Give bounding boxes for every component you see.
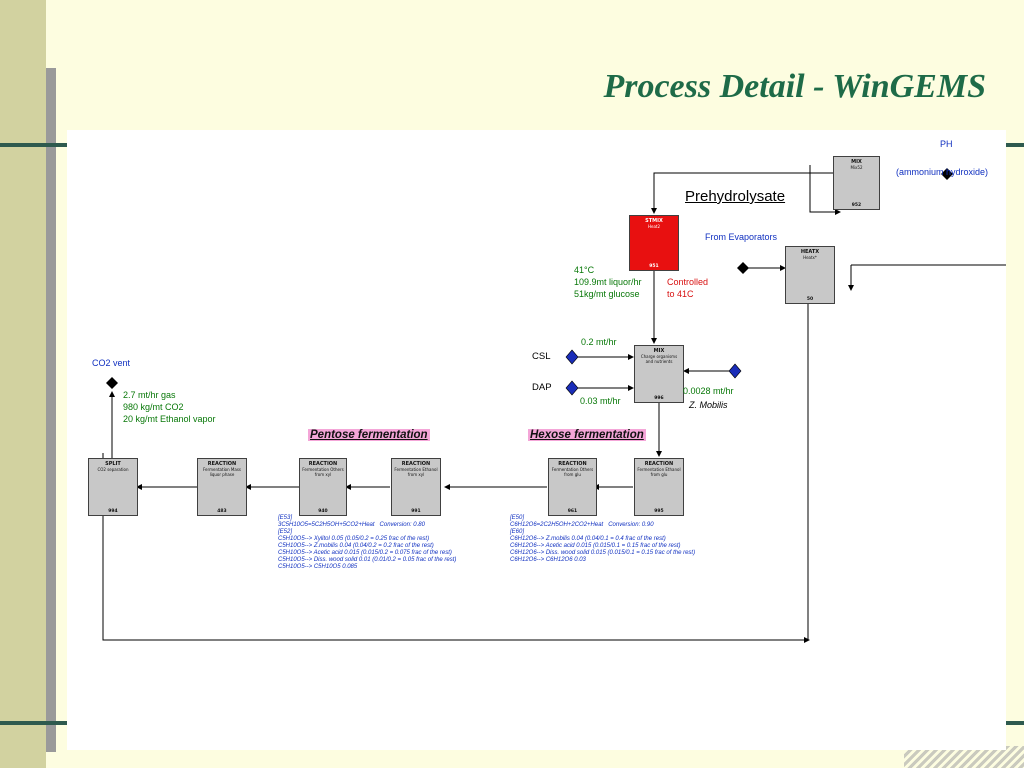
block-type: HEATX [800, 249, 820, 255]
feed-glucose: 51kg/mt glucose [574, 289, 640, 299]
hexose-fermentation-label: Hexose fermentation [528, 429, 646, 441]
vertical-accent-bar [46, 68, 56, 752]
ammonium-label: (ammonium hydroxide) [896, 167, 989, 177]
block-name: Fermentation Ethanol from glu [637, 467, 681, 477]
block-id: 995 [654, 509, 664, 514]
block-name: Fermentation Mass liquor phase [202, 467, 242, 477]
diamond-connectors [106, 168, 953, 389]
block-type: MIX [653, 348, 665, 354]
controlled-line: Controlled [667, 277, 709, 287]
co2-vent-label: CO2 vent [92, 358, 131, 368]
sidebar-decoration [0, 0, 46, 768]
block-id: 996 [654, 396, 664, 401]
block-name: Fermentation Ethanol from xyl [394, 467, 438, 477]
block-name: Charge organisms and nutrients [640, 354, 678, 364]
block-name: Mix52 [850, 165, 863, 170]
dap-rate: 0.03 mt/hr [580, 396, 621, 406]
reaction-block-961[interactable]: REACTION Fermentation Others from glu 96… [548, 458, 597, 516]
heatx-block-50[interactable]: HEATX Heatx* 50 [785, 246, 835, 304]
block-id: 952 [851, 203, 862, 208]
split-block-994[interactable]: SPLIT CO2 separation 994 [88, 458, 138, 516]
block-type: REACTION [644, 461, 674, 467]
stream-lines [102, 165, 1006, 750]
reaction-block-995[interactable]: REACTION Fermentation Ethanol from glu 9… [634, 458, 684, 516]
pentose-equations: [E53] 3C5H10O5=5C2H5OH+5CO2+Heat Convers… [278, 515, 457, 570]
mix-block-996[interactable]: MIX Charge organisms and nutrients 996 [634, 345, 684, 403]
block-id: 50 [806, 297, 814, 302]
stmix-block-951[interactable]: STMIX Heat2 951 [629, 215, 679, 271]
block-name: CO2 separation [97, 467, 129, 472]
slide-title: Process Detail - WinGEMS [603, 68, 986, 105]
flowsheet-canvas: MIX Mix52 952 HEATX Heatx* 50 STMIX Heat… [67, 130, 1006, 750]
zm-rate: 0.0028 mt/hr [683, 386, 734, 396]
block-type: REACTION [401, 461, 431, 467]
controlled-note: Controlled to 41C [667, 276, 708, 300]
dap-label: DAP [532, 382, 552, 393]
block-id: 951 [649, 264, 659, 269]
ph-label: PH [940, 139, 953, 149]
reaction-block-940[interactable]: REACTION Fermentation Others from xyl 94… [299, 458, 347, 516]
block-name: Heatx* [803, 255, 817, 260]
reaction-block-991[interactable]: REACTION Fermentation Ethanol from xyl 9… [391, 458, 441, 516]
hexose-equations: [E50] C6H12O6=2C2H5OH+2CO2+Heat Conversi… [510, 515, 696, 563]
vent-co2: 980 kg/mt CO2 [123, 402, 184, 412]
block-id: 961 [567, 509, 578, 514]
block-id: 991 [411, 509, 421, 514]
feed-liquor: 109.9mt liquor/hr [574, 277, 642, 287]
zm-name: Z. Mobilis [689, 400, 728, 410]
block-type: STMIX [645, 218, 663, 224]
vent-gas: 2.7 mt/hr gas [123, 390, 176, 400]
reaction-block-483[interactable]: REACTION Fermentation Mass liquor phase … [197, 458, 247, 516]
controlled-line: to 41C [667, 289, 694, 299]
prehydrolysate-label: Prehydrolysate [685, 188, 786, 205]
csl-rate: 0.2 mt/hr [581, 337, 617, 347]
pentose-fermentation-label: Pentose fermentation [308, 429, 430, 441]
block-name: Heat2 [647, 224, 661, 229]
block-id: 940 [318, 509, 328, 514]
block-type: REACTION [207, 461, 237, 467]
block-id: 483 [217, 509, 227, 514]
block-id: 994 [108, 509, 118, 514]
feed-temp: 41°C [574, 265, 595, 275]
block-name: Fermentation Others from glu [551, 467, 594, 477]
vent-ethanol: 20 kg/mt Ethanol vapor [123, 414, 216, 424]
block-type: MIX [851, 159, 862, 165]
from-evaporators-label: From Evaporators [705, 232, 778, 242]
block-name: Fermentation Others from xyl [302, 467, 344, 477]
block-type: SPLIT [105, 461, 121, 467]
corner-decoration [904, 746, 1024, 768]
vent-composition: 2.7 mt/hr gas 980 kg/mt CO2 20 kg/mt Eth… [123, 389, 216, 425]
block-type: REACTION [558, 461, 587, 467]
feed-conditions: 41°C 109.9mt liquor/hr 51kg/mt glucose [574, 264, 642, 300]
mix-block-952[interactable]: MIX Mix52 952 [833, 156, 880, 210]
block-type: REACTION [308, 461, 338, 467]
csl-label: CSL [532, 351, 551, 362]
